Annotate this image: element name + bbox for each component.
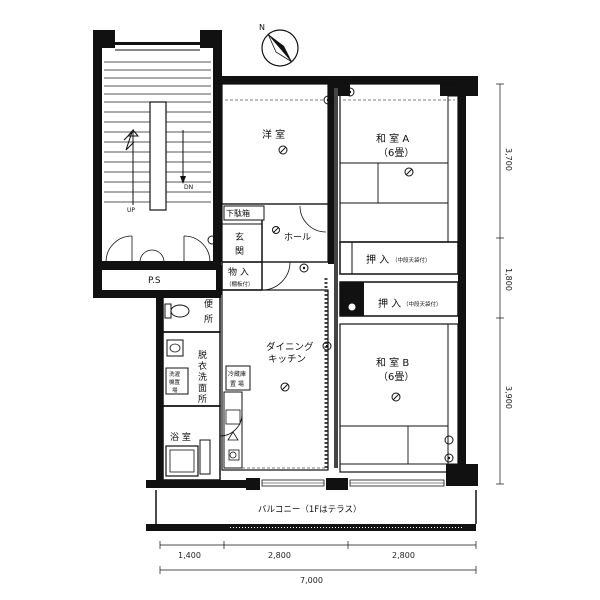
- closet-b-label: 押 入: [378, 297, 401, 310]
- dim-right-1: 3,700: [504, 148, 513, 171]
- stair-down-label: DN: [184, 184, 193, 191]
- closet-b: 押 入 （中段天袋付）: [339, 266, 466, 326]
- storage-note: （棚板付）: [226, 280, 254, 288]
- dining-kitchen: ダイニング キッチン 冷蔵庫 置 場: [221, 278, 332, 471]
- north-compass-icon: N: [259, 23, 299, 67]
- toilet-label-2: 所: [204, 314, 213, 325]
- closet-a-note: （中段天袋付）: [392, 256, 431, 264]
- dim-right-2: 1,800: [504, 268, 513, 291]
- dim-total: 7,000: [300, 576, 323, 585]
- washitsu-a-size: （6畳）: [378, 147, 414, 159]
- western-room-label: 洋 室: [262, 128, 285, 141]
- entrance-label-1: 玄: [235, 231, 244, 243]
- washitsu-a-label: 和 室 A: [376, 132, 409, 145]
- dimension-lines: [159, 83, 504, 574]
- bath-label: 浴 室: [170, 431, 191, 443]
- closet-b-note: （中段天袋付）: [403, 300, 442, 308]
- kitchen-label: キッチン: [268, 354, 306, 365]
- stairwell: UP DN P.S: [93, 30, 222, 298]
- washer-label-3: 場: [172, 386, 178, 394]
- washitsu-a: 和 室 A （6畳）: [339, 83, 459, 243]
- exterior-walls: [146, 76, 478, 490]
- washroom-char-4: 面: [198, 383, 207, 394]
- shoe-box-label: 下駄箱: [226, 208, 250, 218]
- dining-label: ダイニング: [266, 341, 314, 353]
- wet-areas: 便 所 洗濯 機置 場 脱 衣 洗 面 所 浴 室: [162, 291, 243, 481]
- washroom-char-1: 脱: [198, 349, 207, 361]
- entry-area: 下駄箱 玄 関 ホール: [207, 203, 329, 265]
- toilet-label-1: 便: [204, 298, 213, 310]
- washitsu-b-size: （6畳）: [378, 371, 414, 383]
- fridge-label-1: 冷蔵庫: [228, 370, 246, 378]
- stair-up-label: UP: [127, 207, 135, 214]
- dim-bottom-2: 2,800: [268, 551, 291, 560]
- closet-a-label: 押 入: [366, 253, 389, 266]
- south-windows: [261, 479, 445, 487]
- dim-bottom-3: 2,800: [392, 551, 415, 560]
- washitsu-b-label: 和 室 B: [376, 356, 409, 369]
- washroom-char-3: 洗: [198, 371, 207, 383]
- washroom-char-5: 所: [198, 394, 207, 405]
- balcony-label: バルコニー（1Fはテラス）: [258, 504, 361, 515]
- compass-north-label: N: [259, 23, 265, 32]
- washroom-char-2: 衣: [198, 360, 207, 372]
- fridge-label-2: 置 場: [230, 380, 244, 388]
- entrance-label-2: 関: [235, 246, 244, 257]
- hall-label: ホール: [284, 232, 311, 243]
- storage-label: 物 入: [228, 266, 249, 278]
- washitsu-b: 和 室 B （6畳）: [339, 323, 459, 473]
- dim-bottom-1: 1,400: [178, 551, 201, 560]
- closet-a: 押 入 （中段天袋付）: [339, 241, 459, 275]
- ps-label: P.S: [148, 276, 161, 286]
- washer-label-2: 機置: [169, 378, 181, 386]
- balcony: バルコニー（1Fはテラス）: [146, 490, 477, 531]
- dim-right-3: 3,900: [504, 386, 513, 409]
- washer-label-1: 洗濯: [169, 370, 181, 378]
- storage-closet: 物 入 （棚板付）: [221, 261, 330, 291]
- north-windows: [239, 77, 439, 84]
